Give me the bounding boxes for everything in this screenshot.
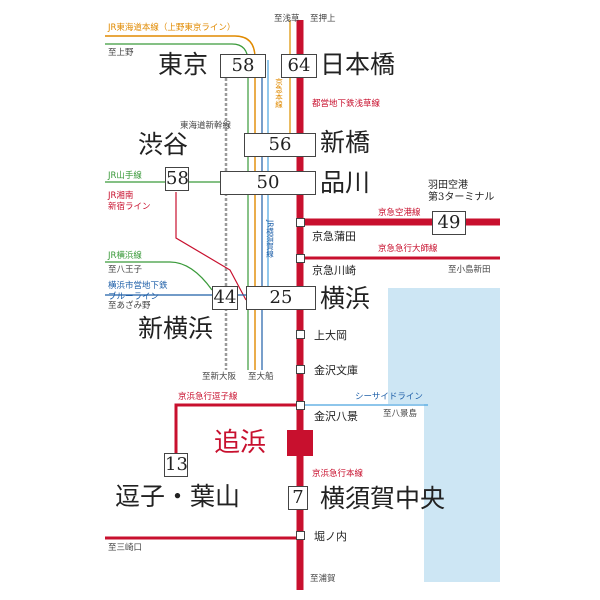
minutes-shinagawa: 50 bbox=[220, 171, 316, 195]
stop-horinouchi bbox=[296, 531, 305, 540]
stop-kanazawa-bunko bbox=[296, 365, 305, 374]
minutes-yokohama: 25 bbox=[246, 286, 316, 310]
dir-hachioji: 至八王子 bbox=[108, 265, 143, 275]
minutes-yokosuka-chuo: 7 bbox=[288, 486, 308, 510]
station-kanazawa-hakkei: 金沢八景 bbox=[314, 410, 358, 423]
station-zushi-hayama: 逗子・葉山 bbox=[115, 482, 241, 511]
label-jr-yokohama: JR横浜線 bbox=[108, 251, 142, 261]
label-keikyu-airport: 京急空港線 bbox=[378, 208, 421, 218]
minutes-shimbashi: 56 bbox=[244, 133, 316, 157]
label-shinkansen: 東海道新幹線 bbox=[180, 121, 232, 131]
dir-oshiage: 至押上 bbox=[310, 14, 336, 24]
dir-asakusa: 至浅草 bbox=[274, 14, 300, 24]
dir-azamino: 至あざみ野 bbox=[108, 301, 151, 311]
stop-keikyu-kamata bbox=[296, 218, 305, 227]
minutes-shinyokohama: 44 bbox=[212, 286, 238, 310]
dir-misakiguchi: 至三崎口 bbox=[108, 543, 143, 553]
dir-ofuna: 至大船 bbox=[248, 372, 274, 382]
dir-ueno: 至上野 bbox=[108, 48, 134, 58]
dir-hakkeijima: 至八景島 bbox=[383, 409, 418, 419]
sea-area bbox=[388, 288, 500, 582]
station-horinouchi: 堀ノ内 bbox=[314, 530, 347, 543]
station-shimbashi: 新橋 bbox=[320, 128, 371, 157]
dir-shinosaka: 至新大阪 bbox=[202, 372, 237, 382]
station-keikyu-kawasaki: 京急川崎 bbox=[312, 264, 356, 277]
stop-keikyu-kawasaki bbox=[296, 254, 305, 263]
station-tokyo: 東京 bbox=[158, 50, 209, 79]
station-kamiooka: 上大岡 bbox=[314, 329, 347, 342]
station-haneda: 羽田空港 第3ターミナル bbox=[428, 180, 495, 203]
jr-shonan-branch bbox=[175, 192, 247, 301]
label-jr-tokaido: JR東海道本線（上野東京ライン） bbox=[108, 23, 236, 33]
minutes-zushi-hayama: 13 bbox=[164, 453, 188, 477]
label-keikyu-daishi: 京急急行大師線 bbox=[378, 244, 438, 254]
minutes-haneda: 49 bbox=[432, 211, 466, 235]
label-jr-yokosuka: JR横須賀線 bbox=[265, 220, 275, 258]
station-yokosuka-chuo: 横須賀中央 bbox=[320, 484, 446, 513]
label-jr-shonan: JR湘南 新宿ライン bbox=[108, 191, 151, 212]
dir-uraga: 至浦賀 bbox=[310, 574, 336, 584]
station-nihombashi: 日本橋 bbox=[320, 50, 396, 79]
station-yokohama: 横浜 bbox=[320, 284, 371, 313]
label-toei-asakusa: 都営地下鉄浅草線 bbox=[312, 99, 381, 109]
minutes-shibuya: 58 bbox=[165, 167, 189, 191]
label-keikyu-zushi: 京浜急行逗子線 bbox=[178, 392, 238, 402]
label-keisei-vert: 京急本線 bbox=[274, 78, 284, 108]
station-keikyu-kamata: 京急蒲田 bbox=[312, 230, 356, 243]
dir-kojimashinden: 至小島新田 bbox=[448, 265, 491, 275]
label-seaside: シーサイドライン bbox=[355, 392, 423, 402]
label-keikyu-honsen: 京浜急行本線 bbox=[312, 469, 364, 479]
station-oppama: 追浜 bbox=[214, 428, 267, 458]
label-blue-line: 横浜市営地下鉄 ブルーライン bbox=[108, 281, 168, 302]
keikyu-zushi-branch bbox=[174, 403, 300, 458]
stop-kanazawa-hakkei bbox=[296, 401, 305, 410]
station-shinagawa: 品川 bbox=[320, 168, 371, 197]
station-shibuya: 渋谷 bbox=[138, 130, 189, 159]
minutes-tokyo: 58 bbox=[220, 54, 266, 78]
label-jr-yamanote: JR山手線 bbox=[108, 171, 142, 181]
oppama-marker bbox=[287, 430, 313, 456]
station-kanazawa-bunko: 金沢文庫 bbox=[314, 364, 358, 377]
minutes-nihombashi: 64 bbox=[281, 54, 317, 78]
jr-yokohama-line bbox=[105, 261, 213, 291]
stop-kamiooka bbox=[296, 330, 305, 339]
station-shinyokohama: 新横浜 bbox=[138, 314, 214, 343]
